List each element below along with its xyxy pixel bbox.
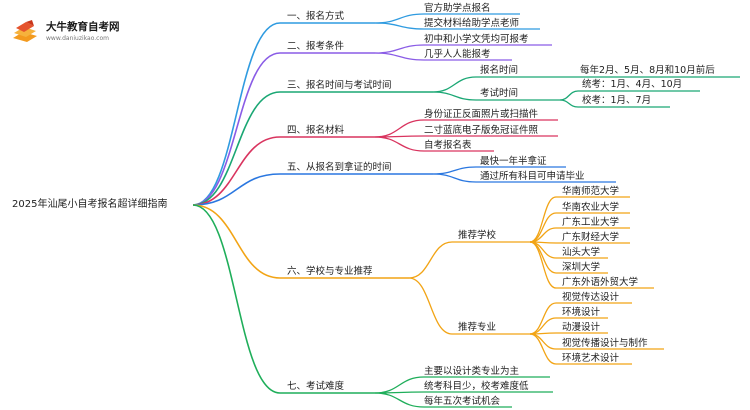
leaf-diploma-eligible: 初中和小学文凭均可报考 <box>424 34 529 45</box>
branch-4-connector <box>192 136 281 206</box>
leaf-major-5: 环境艺术设计 <box>562 353 620 364</box>
leaf-school-exam: 校考：1月、7月 <box>582 95 652 106</box>
leaf-fastest-time: 最快一年半拿证 <box>480 156 547 167</box>
branch-2-child-1-connector <box>374 44 425 54</box>
fastest-connector <box>432 166 477 175</box>
leaf-almost-everyone: 几乎人人能报考 <box>424 49 491 60</box>
leaf-unified-exam: 统考：1月、4月、10月 <box>582 79 683 90</box>
branch-7-label: 七、考试难度 <box>287 381 345 392</box>
branch-4-child-3-connector <box>374 136 425 152</box>
book-icon <box>13 20 37 42</box>
branch-1-child-1-connector <box>374 13 425 24</box>
node-recommended-majors: 推荐专业 <box>458 322 497 333</box>
branch-4-child-1-connector <box>374 119 425 138</box>
logo-title: 大牛教育自考网 <box>46 21 120 33</box>
branch-7-child-3-connector <box>374 392 425 408</box>
majors-connector <box>408 277 453 335</box>
leaf-school-1: 华南师范大学 <box>562 186 620 197</box>
branch-5-label: 五、从报名到拿证的时间 <box>287 162 392 173</box>
leaf-school-6: 深圳大学 <box>562 262 601 273</box>
unified-connector <box>559 90 579 101</box>
branch-1-connector <box>192 22 281 206</box>
leaf-school-4: 广东财经大学 <box>562 232 620 243</box>
branch-3-connector <box>192 91 281 206</box>
leaf-five-exams: 每年五次考试机会 <box>424 396 501 407</box>
major-4-connector <box>529 333 557 350</box>
graduate-connector <box>432 173 477 183</box>
node-exam-time: 考试时间 <box>480 88 519 99</box>
node-recommended-schools: 推荐学校 <box>458 230 497 241</box>
exam-time-connector <box>432 91 477 101</box>
branch-1-child-2-connector <box>374 22 425 30</box>
leaf-id-photo: 二寸蓝底电子版免冠证件照 <box>424 125 539 136</box>
school-exam-connector <box>559 99 579 108</box>
leaf-major-4: 视觉传播设计与制作 <box>562 338 648 349</box>
branch-2-label: 二、报考条件 <box>287 41 345 52</box>
leaf-application-form: 自考报名表 <box>424 140 472 151</box>
branch-7-connector <box>192 204 281 394</box>
leaf-fewer-subjects: 统考科目少，校考难度低 <box>424 381 529 392</box>
branch-4-label: 四、报名材料 <box>287 125 345 136</box>
leaf-submit-materials: 提交材料给助学点老师 <box>424 18 520 29</box>
school-7-connector <box>529 241 557 289</box>
branch-5-connector <box>192 173 281 206</box>
leaf-school-2: 华南农业大学 <box>562 202 620 213</box>
node-registration-time: 报名时间 <box>480 65 519 76</box>
branch-7-child-1-connector <box>374 376 425 394</box>
leaf-official-helper-point: 官方助学点报名 <box>424 3 491 14</box>
schools-connector <box>408 241 453 279</box>
branch-6-connector <box>192 204 281 279</box>
leaf-registration-months: 每年2月、5月、8月和10月前后 <box>580 65 715 76</box>
leaf-major-1: 视觉传达设计 <box>562 292 620 303</box>
leaf-major-2: 环境设计 <box>562 307 601 318</box>
major-2-connector <box>529 317 557 335</box>
leaf-graduate-condition: 通过所有科目可申请毕业 <box>480 171 585 182</box>
branch-1-label: 一、报名方式 <box>287 11 345 22</box>
branch-2-child-2-connector <box>374 52 425 61</box>
site-logo[interactable]: 大牛教育自考网 www.daniuzikao.com <box>10 14 130 48</box>
root-topic: 2025年汕尾小自考报名超详细指南 <box>12 199 168 210</box>
branch-3-label: 三、报名时间与考试时间 <box>287 80 392 91</box>
leaf-school-3: 广东工业大学 <box>562 217 620 228</box>
leaf-design-majors: 主要以设计类专业为主 <box>424 366 520 377</box>
leaf-school-7: 广东外语外贸大学 <box>562 277 639 288</box>
branch-6-label: 六、学校与专业推荐 <box>287 266 373 277</box>
major-5-connector <box>529 333 557 365</box>
branch-2-connector <box>192 52 281 206</box>
leaf-id-card-photo: 身份证正反面照片或扫描件 <box>424 109 539 120</box>
leaf-school-5: 汕头大学 <box>562 247 601 258</box>
logo-url: www.daniuzikao.com <box>46 35 109 42</box>
reg-time-connector <box>432 76 477 93</box>
leaf-major-3: 动漫设计 <box>562 322 601 333</box>
